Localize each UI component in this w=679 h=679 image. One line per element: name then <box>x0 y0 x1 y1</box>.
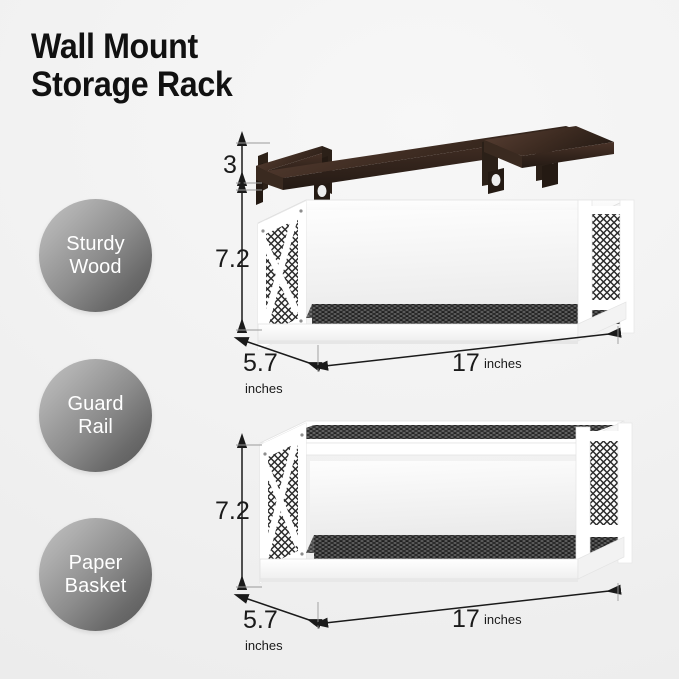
feature-badge-sturdy-wood: Sturdy Wood <box>39 199 152 312</box>
product-unit-bottom <box>236 413 636 623</box>
dimension-label-top-depth-value: 5.7 <box>243 349 278 377</box>
dimension-label-bottom-width-unit: inches <box>484 612 522 627</box>
badge-label-line-1: Guard <box>67 392 124 415</box>
guard-rail-assembly <box>256 126 614 205</box>
dimension-label-top-width-value: 17 <box>452 349 480 377</box>
title-line-2: Storage Rack <box>31 65 233 104</box>
dimension-label-top-rail-height: 3 <box>223 151 237 179</box>
dimension-label-bottom-width-value: 17 <box>452 605 480 633</box>
page-title: Wall Mount Storage Rack <box>31 28 331 104</box>
dimension-label-top-body-height: 7.2 <box>215 245 250 273</box>
dimension-label-bottom-depth-unit: inches <box>245 638 283 653</box>
feature-badge-paper-basket: Paper Basket <box>39 518 152 631</box>
title-line-1: Wall Mount <box>31 27 198 66</box>
badge-label-line-2: Wood <box>69 255 122 278</box>
badge-label-line-1: Sturdy <box>66 232 125 255</box>
dimension-label-bottom-body-height: 7.2 <box>215 497 250 525</box>
shelf-box-bottom <box>259 420 633 584</box>
dimension-label-top-width-unit: inches <box>484 356 522 371</box>
feature-badge-guard-rail: Guard Rail <box>39 359 152 472</box>
dimension-label-top-depth-unit: inches <box>245 381 283 396</box>
dimension-label-bottom-depth-value: 5.7 <box>243 606 278 634</box>
shelf-box-top <box>257 199 635 351</box>
badge-label-line-1: Paper <box>68 551 123 574</box>
product-unit-top <box>236 126 636 363</box>
badge-label-line-2: Basket <box>64 574 127 597</box>
side-panel-x-brace-left-bottom <box>259 422 307 584</box>
side-panel-mesh-right-bottom <box>575 422 633 566</box>
badge-label-line-2: Rail <box>78 415 113 438</box>
side-panel-mesh-right <box>577 199 635 334</box>
